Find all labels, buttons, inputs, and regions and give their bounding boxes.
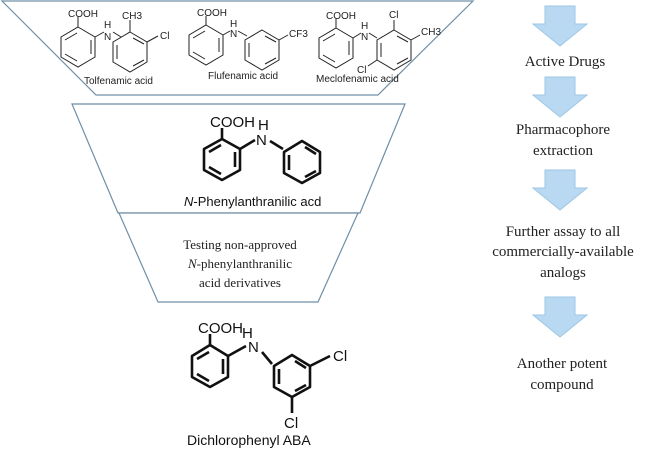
tolfenamic-acid-structure [60, 17, 159, 73]
flufenamic-acid-structure [188, 16, 289, 71]
funnel-tier-2 [71, 103, 406, 214]
result-cooh-label: COOH [198, 320, 243, 337]
step-active-drugs: Active Drugs [525, 54, 606, 70]
result-cl-top-label: Cl [333, 348, 347, 365]
meclofenamic-acid-structure [318, 19, 421, 71]
step-assay-line3: analogs [540, 265, 586, 281]
funnel-tier-3 [118, 212, 359, 303]
tier2-name: N-Phenylanthranilic acd [184, 194, 321, 209]
tolfenamic-cl-label: Cl [160, 31, 169, 42]
result-nh-label: H [242, 325, 253, 342]
result-n-atom: N [248, 339, 259, 356]
tier2-n-atom: N [256, 132, 267, 149]
tolfenamic-nh-label: H [104, 20, 111, 31]
flufenamic-name: Flufenamic acid [208, 71, 278, 82]
meclofenamic-name: Meclofenamic acid [316, 74, 399, 85]
meclofenamic-nh-label: H [361, 21, 368, 32]
step-potent-line2: compound [530, 377, 594, 393]
phenylanthranilic-acid-structure [202, 128, 322, 185]
result-name: Dichlorophenyl ABA [187, 432, 311, 448]
meclofenamic-cooh-label: COOH [326, 11, 356, 22]
meclofenamic-cl-top-label: Cl [389, 10, 398, 21]
step-assay-line1: Further assay to all [506, 224, 621, 240]
tier3-line2: N-phenylanthranilic [187, 256, 292, 271]
tier3-line1: Testing non-approved [183, 237, 297, 252]
flufenamic-nh-label: H [230, 19, 237, 30]
flufenamic-cooh-label: COOH [197, 8, 227, 19]
meclofenamic-n-atom: N [361, 32, 368, 43]
step-assay-line2: commercially-available [492, 244, 634, 260]
result-cl-bottom-label: Cl [284, 415, 298, 432]
flufenamic-n-atom: N [230, 29, 237, 40]
flufenamic-cf3-label: CF3 [289, 29, 308, 40]
tolfenamic-name: Tolfenamic acid [84, 76, 153, 87]
tolfenamic-n-atom: N [104, 32, 111, 43]
tier3-line3: acid derivatives [199, 275, 281, 290]
step-potent-line1: Another potent [517, 356, 608, 372]
funnel-tier-1 [0, 0, 475, 96]
down-arrow-icon [532, 296, 588, 338]
down-arrow-icon [532, 5, 588, 47]
tolfenamic-ch3-label: CH3 [122, 11, 142, 22]
meclofenamic-cl-bottom-label: Cl [357, 65, 366, 76]
step-pharmacophore-line2: extraction [533, 143, 593, 159]
dichlorophenyl-aba-structure [190, 334, 331, 413]
down-arrow-icon [532, 76, 588, 118]
down-arrow-icon [532, 169, 588, 211]
step-pharmacophore-line1: Pharmacophore [516, 122, 610, 138]
meclofenamic-ch3-label: CH3 [421, 27, 441, 38]
tier2-cooh-label: COOH [210, 114, 255, 131]
tier2-nh-label: H [258, 117, 269, 134]
tolfenamic-cooh-label: COOH [68, 9, 98, 20]
